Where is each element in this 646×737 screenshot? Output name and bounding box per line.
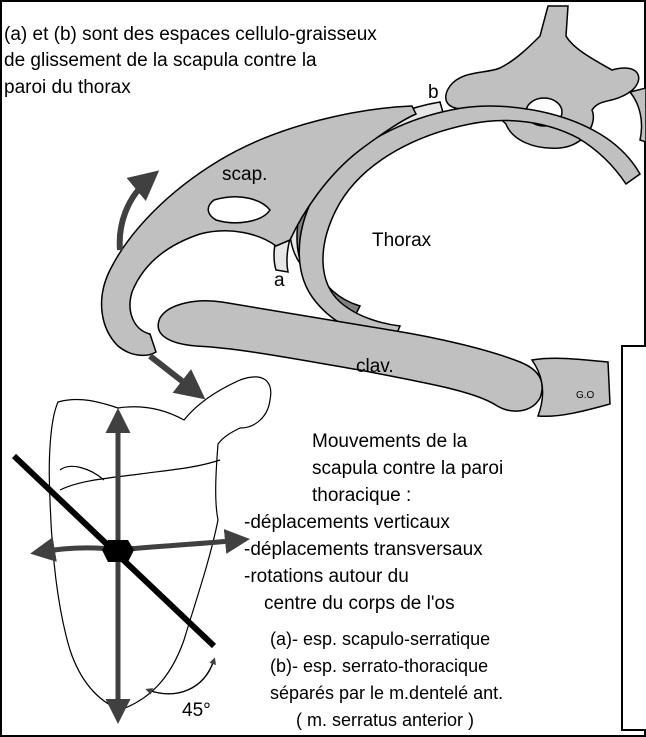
header-line-1: (a) et (b) sont des espaces cellulo-grai… <box>4 24 377 45</box>
header-line-3: paroi du thorax <box>4 77 131 98</box>
movements-line-1: Mouvements de la <box>312 431 468 452</box>
legend-sep: séparés par le m.dentelé ant. <box>270 683 503 703</box>
label-go: G.O <box>576 390 595 401</box>
header-line-2: de glissement de la scapula contre la <box>4 50 317 71</box>
sternum-piece <box>532 358 610 416</box>
legend-latin: ( m. serratus anterior ) <box>296 710 474 730</box>
label-scap: scap. <box>222 164 267 185</box>
legend-b: (b)- esp. serrato-thoracique <box>270 656 488 676</box>
side-legend-box <box>622 346 646 730</box>
legend-a: (a)- esp. scapulo-serratique <box>270 629 490 649</box>
movements-line-2: scapula contre la paroi <box>312 458 503 479</box>
label-a: a <box>274 270 285 291</box>
movements-item-2: -déplacements transversaux <box>244 539 483 560</box>
movements-item-3: -rotations autour du <box>244 566 409 587</box>
rotation-center <box>102 540 134 562</box>
label-clav: clav. <box>356 356 394 377</box>
movements-line-3: thoracique : <box>312 485 411 506</box>
label-b: b <box>428 82 439 103</box>
label-thorax: Thorax <box>372 230 432 251</box>
movements-item-1: -déplacements verticaux <box>244 512 450 533</box>
label-angle: 45° <box>182 700 211 721</box>
movements-item-4: centre du corps de l'os <box>264 593 455 614</box>
